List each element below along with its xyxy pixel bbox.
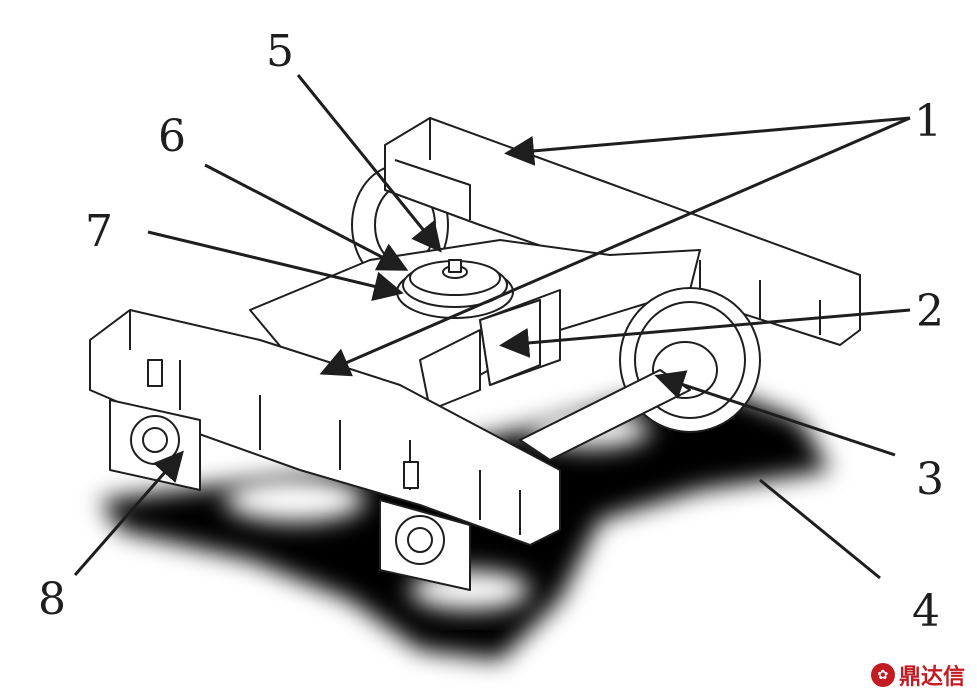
arrow-7: [147, 230, 404, 301]
arrow-3: [654, 370, 896, 457]
label-4: 4: [912, 586, 940, 637]
watermark-text: 鼎达信: [898, 665, 965, 690]
axle: [519, 369, 691, 461]
arrow-5: [296, 74, 442, 253]
arrow-1a: [504, 116, 911, 166]
label-2: 2: [916, 286, 944, 337]
leader-arrows: [73, 74, 911, 580]
label-3: 3: [916, 454, 944, 505]
label-8: 8: [38, 574, 66, 625]
label-7: 7: [85, 206, 113, 257]
label-5: 5: [266, 26, 294, 77]
flower-logo-icon: ✿: [870, 663, 895, 687]
center-plate: [396, 259, 514, 319]
label-1: 1: [914, 96, 942, 147]
arrow-4: [759, 478, 881, 580]
arrow-1b: [319, 116, 911, 377]
arrow-2: [499, 308, 911, 358]
label-6: 6: [158, 111, 186, 162]
arrow-6: [204, 163, 409, 271]
watermark: ✿ 鼎达信: [870, 659, 965, 691]
axle-box-right: [379, 499, 471, 591]
arrow-8: [73, 450, 184, 576]
